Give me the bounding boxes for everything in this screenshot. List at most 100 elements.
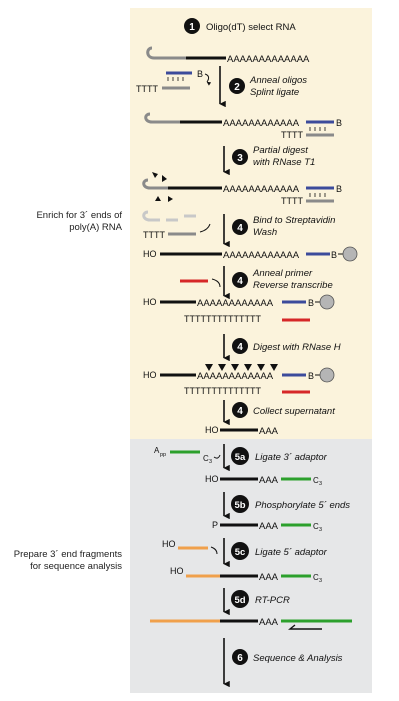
supernatant-fragment: HO AAA <box>205 425 279 437</box>
library-prep-panel <box>130 439 372 693</box>
svg-text:pp: pp <box>160 452 166 458</box>
svg-text:5c: 5c <box>235 547 246 558</box>
svg-text:AAAAAAAAAAAA: AAAAAAAAAAAA <box>223 250 300 261</box>
svg-text:Ligate 3´ adaptor: Ligate 3´ adaptor <box>255 452 328 463</box>
step-4-collect: 4 Collect supernatant <box>232 402 335 418</box>
washed-fragments: TTTT <box>142 210 211 240</box>
svg-text:AAAAAAAAAAAA: AAAAAAAAAAAA <box>197 371 274 382</box>
svg-text:Phosphorylate 5´ ends: Phosphorylate 5´ ends <box>255 500 350 511</box>
step-1-badge <box>184 18 200 34</box>
poly-a-tail: AAAAAAAAAAAAA <box>227 54 310 65</box>
streptavidin-bead <box>342 246 358 262</box>
svg-text:Anneal primer: Anneal primer <box>252 268 313 279</box>
step-4-digest: 4 Digest with RNase H <box>232 338 341 354</box>
svg-text:4: 4 <box>237 276 243 287</box>
svg-text:TTTT: TTTT <box>281 196 303 206</box>
cap-structure <box>146 46 186 60</box>
pcr-product: AAA <box>150 617 352 630</box>
svg-text:P: P <box>212 520 218 530</box>
svg-text:Wash: Wash <box>253 227 277 238</box>
svg-text:4: 4 <box>237 223 243 234</box>
svg-text:AAA: AAA <box>259 521 279 532</box>
rnase-h-digest: HO AAAAAAAAAAAA B TTTTTTTTTTTTTT <box>143 364 335 396</box>
step-2-text-1: Anneal oligos <box>249 75 307 86</box>
svg-text:HO: HO <box>170 566 184 576</box>
step-5b: 5b Phosphorylate 5´ ends <box>231 495 350 513</box>
svg-text:HO: HO <box>143 370 157 380</box>
svg-text:5b: 5b <box>234 500 245 511</box>
svg-text:Ligate 5´ adaptor: Ligate 5´ adaptor <box>255 547 328 558</box>
svg-text:AAA: AAA <box>259 475 279 486</box>
step-6: 6 Sequence & Analysis <box>232 649 343 665</box>
step-5a: 5a Ligate 3´ adaptor <box>231 447 328 465</box>
svg-text:Bind to Streptavidin: Bind to Streptavidin <box>253 215 335 226</box>
svg-text:B: B <box>308 298 314 308</box>
svg-text:A: A <box>154 446 160 455</box>
svg-text:AAAAAAAAAAAA: AAAAAAAAAAAA <box>223 184 300 195</box>
rt-hybrid: HO AAAAAAAAAAAA B TTTTTTTTTTTTTT <box>143 294 335 324</box>
step-2: 2 Anneal oligos Splint ligate <box>229 75 307 98</box>
biotin-label: B <box>197 69 203 79</box>
svg-text:B: B <box>331 250 337 260</box>
prepare-side-label: Prepare 3´ end fragments for sequence an… <box>13 549 122 572</box>
svg-text:3: 3 <box>319 527 322 533</box>
svg-text:3: 3 <box>237 153 243 164</box>
step-1: 1 Oligo(dT) select RNA <box>184 18 296 34</box>
svg-text:TTTT: TTTT <box>281 130 303 140</box>
five-prime-adaptor: HO <box>162 539 218 555</box>
svg-text:3: 3 <box>319 578 322 584</box>
step-1-text: Oligo(dT) select RNA <box>206 22 296 33</box>
svg-text:AAA: AAA <box>259 426 279 437</box>
enrichment-panel <box>130 8 372 439</box>
svg-text:6: 6 <box>237 653 243 664</box>
step-2-badge <box>229 78 245 94</box>
svg-text:HO: HO <box>143 249 157 259</box>
svg-text:TTTTTTTTTTTTTT: TTTTTTTTTTTTTT <box>184 314 261 324</box>
svg-text:with RNase T1: with RNase T1 <box>253 157 315 168</box>
svg-text:5d: 5d <box>234 595 245 606</box>
svg-text:RT-PCR: RT-PCR <box>255 595 290 606</box>
svg-text:B: B <box>308 371 314 381</box>
phosphorylated-fragment: P AAA C 3 <box>212 520 322 533</box>
svg-text:4: 4 <box>237 342 243 353</box>
step-1-number: 1 <box>189 22 195 33</box>
svg-text:AAA: AAA <box>259 572 279 583</box>
svg-text:Partial digest: Partial digest <box>253 145 308 156</box>
rna-polyA-molecule: AAAAAAAAAAAAA <box>146 46 310 65</box>
ligated-product: AAAAAAAAAAAA B TTTT <box>144 112 342 140</box>
svg-text:HO: HO <box>143 297 157 307</box>
adaptor-ligated-fragment: HO AAA C 3 <box>205 474 322 487</box>
svg-text:3: 3 <box>319 481 322 487</box>
svg-text:AAAAAAAAAAAA: AAAAAAAAAAAA <box>197 298 274 309</box>
bead-bound-product: HO AAAAAAAAAAAA B <box>143 246 358 262</box>
svg-text:HO: HO <box>205 474 219 484</box>
svg-text:TTTTTTTTTTTTTT: TTTTTTTTTTTTTT <box>184 386 261 396</box>
svg-text:B: B <box>336 184 342 194</box>
svg-text:3: 3 <box>209 459 212 465</box>
dual-adaptor-fragment: HO AAA C 3 <box>170 566 322 584</box>
svg-text:HO: HO <box>205 425 219 435</box>
enrich-side-label: Enrich for 3´ ends of poly(A) RNA <box>36 210 122 233</box>
svg-text:5a: 5a <box>235 452 246 463</box>
poly-t-label: TTTT <box>136 84 158 94</box>
svg-text:HO: HO <box>162 539 176 549</box>
svg-text:B: B <box>336 118 342 128</box>
svg-text:Collect supernatant: Collect supernatant <box>253 406 335 417</box>
svg-text:4: 4 <box>237 406 243 417</box>
svg-text:C: C <box>203 454 209 463</box>
step-4-anneal: 4 Anneal primer Reverse transcribe <box>232 268 333 291</box>
svg-text:C: C <box>313 522 319 531</box>
svg-text:Digest with RNase H: Digest with RNase H <box>253 342 341 353</box>
svg-text:AAA: AAA <box>259 617 279 628</box>
svg-text:C: C <box>313 573 319 582</box>
three-prime-adaptor: A pp C 3 <box>154 446 221 465</box>
step-2-number: 2 <box>234 82 240 93</box>
step-3: 3 Partial digest with RNase T1 <box>232 145 315 168</box>
svg-text:TTTT: TTTT <box>143 230 165 240</box>
step-4-bind: 4 Bind to Streptavidin Wash <box>232 215 335 238</box>
svg-text:C: C <box>313 476 319 485</box>
step-5d: 5d RT-PCR <box>231 590 290 608</box>
step-5c: 5c Ligate 5´ adaptor <box>231 542 328 560</box>
splint-oligos: B TTTT <box>136 69 212 94</box>
